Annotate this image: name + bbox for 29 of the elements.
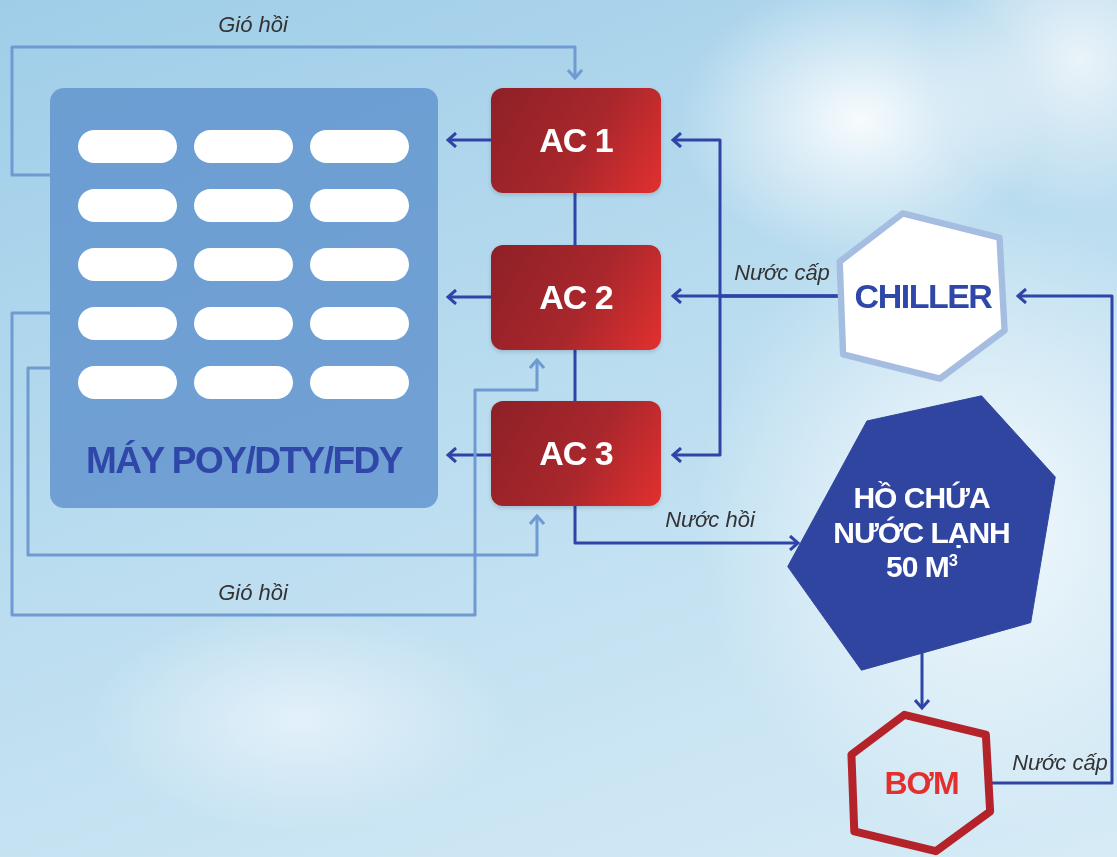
chiller-hexagon bbox=[838, 210, 1008, 382]
connector-line bbox=[573, 193, 577, 245]
node-label: AC 3 bbox=[539, 434, 613, 473]
edge-label: Gió hồi bbox=[218, 12, 288, 38]
edge-label: Nước cấp bbox=[734, 260, 830, 286]
node-label: HỒ CHỨA NƯỚC LẠNH 50 M$^{3}$ bbox=[832, 481, 1011, 585]
arrow bbox=[446, 131, 491, 149]
reservoir-hexagon bbox=[785, 393, 1058, 673]
arrow bbox=[446, 446, 491, 464]
arrow bbox=[573, 506, 800, 552]
node-label: AC 2 bbox=[539, 278, 613, 317]
arrow bbox=[10, 45, 584, 177]
connector-line bbox=[573, 350, 577, 401]
node-label: MÁY POY/DTY/FDY bbox=[86, 440, 402, 482]
ac-unit-box bbox=[491, 401, 661, 506]
node-label: AC 1 bbox=[539, 121, 613, 160]
edge-label: Nước hồi bbox=[665, 507, 755, 533]
node-label: BƠM bbox=[884, 764, 959, 802]
edge-label: Gió hồi bbox=[218, 580, 288, 606]
arrow bbox=[26, 366, 546, 557]
arrow bbox=[446, 288, 491, 306]
edge-label: Nước cấp bbox=[1012, 750, 1108, 776]
ac-unit-box bbox=[491, 88, 661, 193]
node-label: CHILLER bbox=[854, 276, 992, 316]
arrow bbox=[913, 653, 931, 710]
ac-unit-box bbox=[491, 245, 661, 350]
pump-hexagon bbox=[850, 712, 993, 854]
machine-panel bbox=[50, 88, 438, 508]
arrow bbox=[10, 311, 546, 617]
